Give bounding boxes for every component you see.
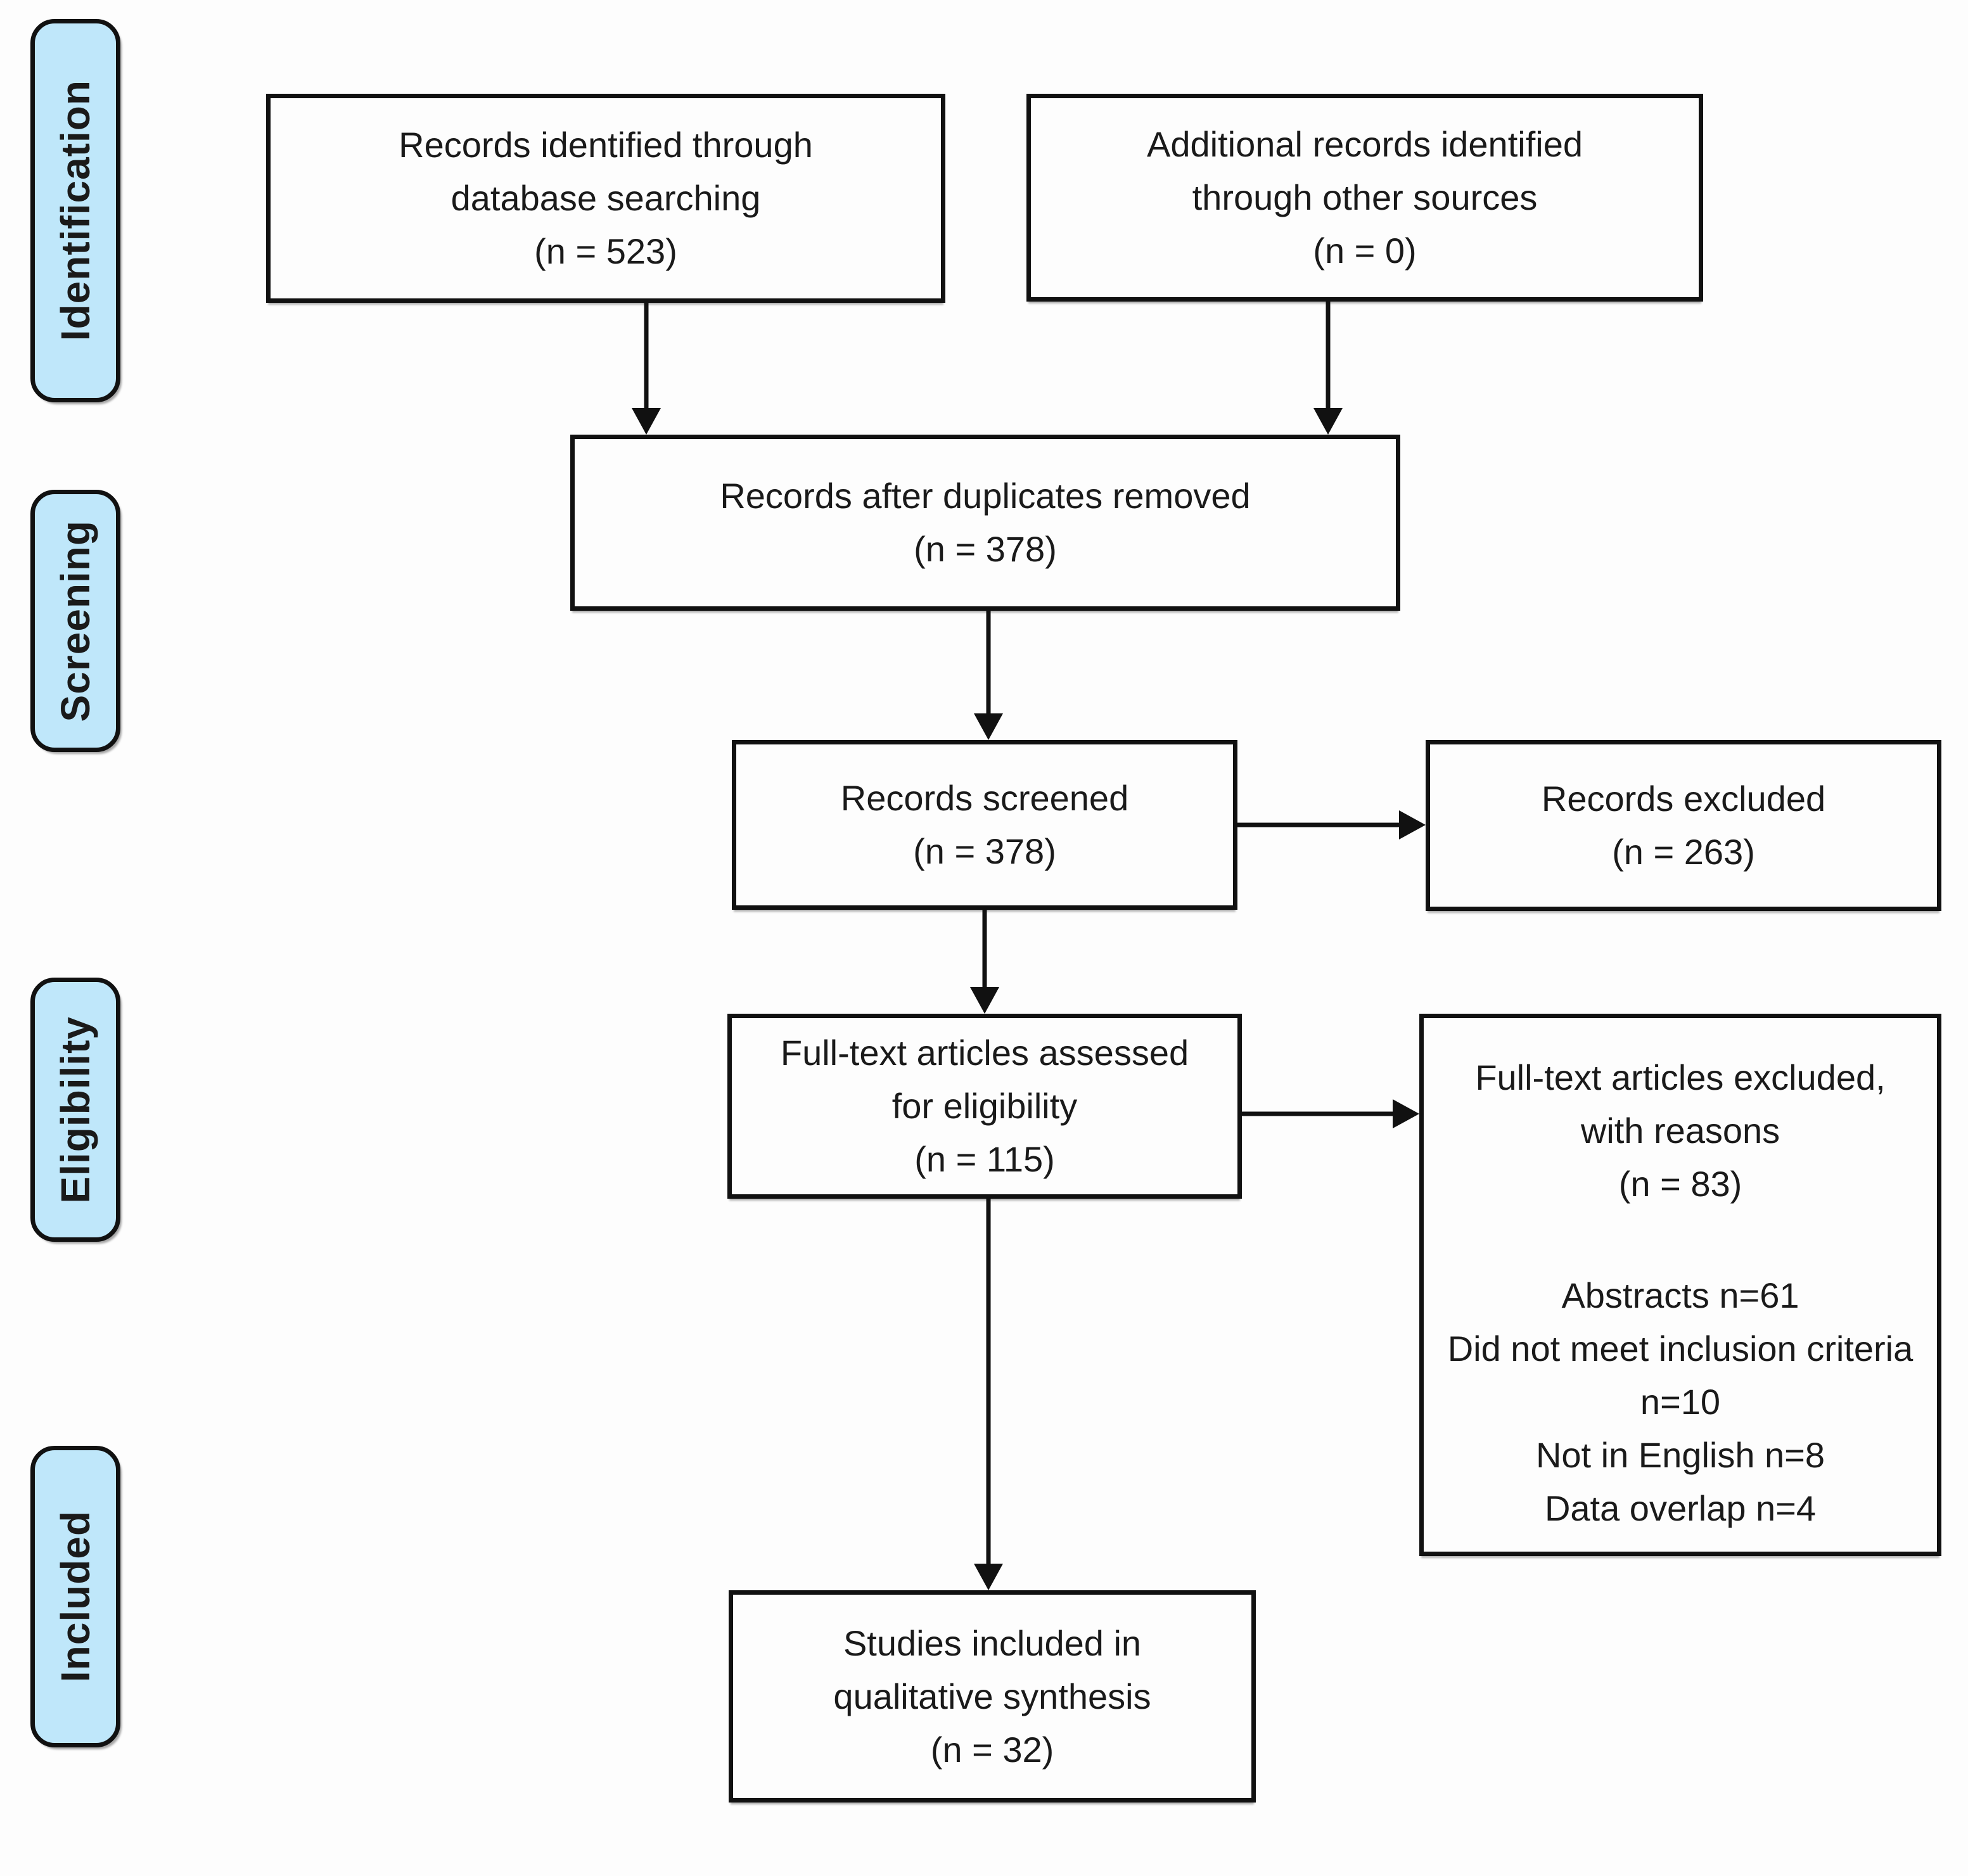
- box-text-line: for eligibility: [891, 1086, 1078, 1126]
- box-text-line: (n = 263): [1612, 832, 1755, 872]
- box-text-line: (n = 0): [1313, 231, 1417, 271]
- stage-tab-eligibility: Eligibility: [30, 978, 120, 1242]
- arrow-head-icon: [970, 987, 999, 1014]
- box-text-line: Full-text articles excluded,: [1475, 1057, 1886, 1097]
- stage-tab-included: Included: [30, 1446, 120, 1747]
- arrow-head-icon: [974, 713, 1003, 740]
- box-additional-records: Additional records identified through ot…: [1026, 94, 1703, 302]
- box-text-line: database searching: [450, 178, 761, 218]
- box-records-excluded: Records excluded (n = 263): [1426, 740, 1941, 911]
- exclusion-reason: Abstracts n=61: [1561, 1275, 1799, 1315]
- fulltext-excluded-header: Full-text articles excluded, with reason…: [1475, 1051, 1885, 1211]
- arrow-line: [1326, 302, 1331, 412]
- box-text-line: Additional records identified: [1147, 124, 1583, 164]
- box-text-line: (n = 32): [930, 1729, 1054, 1770]
- box-text-line: Studies included in: [843, 1623, 1142, 1663]
- box-fulltext-assessed: Full-text articles assessed for eligibil…: [727, 1014, 1242, 1199]
- arrow-line: [982, 910, 987, 991]
- arrow-screened-to-excluded: [1237, 810, 1426, 840]
- stage-label-identification: Identification: [53, 80, 98, 341]
- stage-label-included: Included: [53, 1510, 98, 1683]
- arrow-fulltext-to-excluded: [1242, 1099, 1419, 1129]
- arrow-line: [1237, 822, 1403, 827]
- box-text-line: (n = 378): [913, 831, 1056, 871]
- exclusion-reason: Data overlap n=4: [1544, 1488, 1817, 1528]
- stage-label-eligibility: Eligibility: [53, 1016, 98, 1204]
- box-fulltext-excluded: Full-text articles excluded, with reason…: [1419, 1014, 1941, 1556]
- box-text-line: Records after duplicates removed: [720, 476, 1251, 516]
- box-text-line: through other sources: [1192, 177, 1538, 217]
- box-text-line: Records identified through: [399, 125, 813, 165]
- arrow-line: [986, 611, 991, 717]
- box-text-line: (n = 378): [914, 529, 1057, 569]
- stage-tab-identification: Identification: [30, 19, 120, 402]
- arrow-head-icon: [1313, 408, 1343, 435]
- box-records-identified: Records identified through database sear…: [266, 94, 945, 303]
- box-text-line: with reasons: [1580, 1111, 1780, 1151]
- arrow-line: [986, 1199, 991, 1567]
- arrow-additional-to-duplicates: [1313, 302, 1343, 435]
- arrow-head-icon: [1399, 810, 1426, 839]
- box-text-line: Records screened: [840, 778, 1129, 818]
- arrow-identified-to-duplicates: [631, 303, 661, 435]
- box-records-screened: Records screened (n = 378): [732, 740, 1237, 910]
- box-text-line: Records excluded: [1541, 779, 1826, 819]
- box-after-duplicates: Records after duplicates removed (n = 37…: [570, 435, 1400, 611]
- box-text-line: (n = 523): [534, 231, 677, 271]
- arrow-fulltext-to-included: [973, 1199, 1004, 1590]
- stage-label-screening: Screening: [53, 520, 98, 722]
- exclusion-reason: Not in English n=8: [1535, 1435, 1825, 1475]
- box-text-line: qualitative synthesis: [833, 1676, 1151, 1716]
- arrow-screened-to-fulltext: [969, 910, 1000, 1014]
- box-text-line: (n = 115): [914, 1139, 1055, 1179]
- exclusion-reasons-list: Abstracts n=61 Did not meet inclusion cr…: [1424, 1269, 1937, 1535]
- box-text-line: (n = 83): [1618, 1164, 1742, 1204]
- box-studies-included: Studies included in qualitative synthesi…: [729, 1590, 1256, 1803]
- stage-tab-screening: Screening: [30, 490, 120, 752]
- arrow-duplicates-to-screened: [973, 611, 1004, 740]
- box-text-line: Full-text articles assessed: [780, 1033, 1189, 1073]
- arrow-head-icon: [974, 1564, 1003, 1590]
- arrow-line: [1242, 1111, 1396, 1116]
- arrow-head-icon: [632, 408, 661, 435]
- arrow-line: [644, 303, 649, 412]
- exclusion-reason: Did not meet inclusion criteria n=10: [1447, 1329, 1914, 1422]
- arrow-head-icon: [1393, 1099, 1419, 1128]
